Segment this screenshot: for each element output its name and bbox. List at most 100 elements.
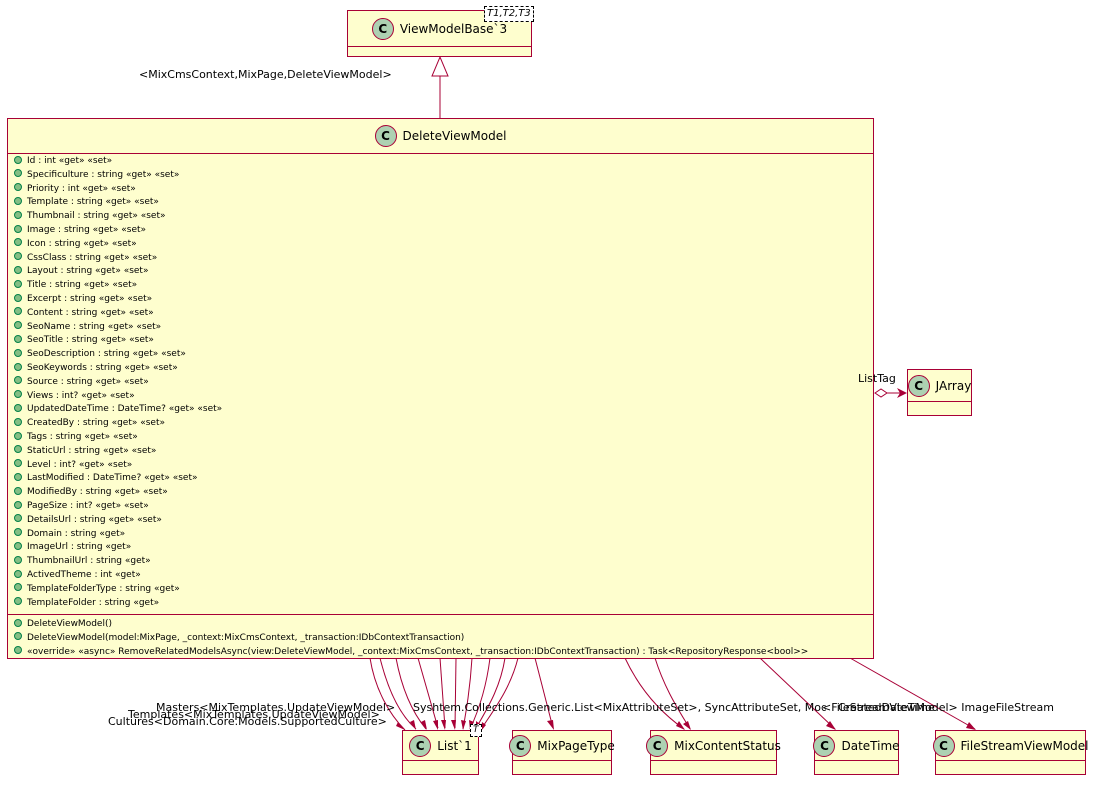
- class-icon: C: [371, 17, 394, 40]
- public-visibility-icon: [14, 169, 22, 178]
- edge-to-filestream: [849, 657, 976, 730]
- public-visibility-icon: [14, 618, 22, 627]
- inheritance-label: <MixCmsContext,MixPage,DeleteViewModel>: [139, 68, 392, 81]
- field-row: Domain : string «get»: [14, 528, 125, 542]
- public-visibility-icon: [14, 307, 22, 316]
- field-row-text: Views : int? «get» «set»: [27, 390, 135, 401]
- class-mixpagetype[interactable]: C MixPageType: [509, 730, 615, 775]
- field-row-text: ImageUrl : string «get»: [27, 542, 132, 553]
- public-visibility-icon: [14, 390, 22, 399]
- field-row-text: ThumbnailUrl : string «get»: [27, 556, 151, 567]
- edge-to-list: [474, 657, 506, 731]
- public-visibility-icon: [14, 293, 22, 302]
- method-row: DeleteViewModel(): [14, 618, 112, 632]
- public-visibility-icon: [14, 472, 22, 481]
- field-row: PageSize : int? «get» «set»: [14, 500, 149, 514]
- public-visibility-icon: [14, 486, 22, 495]
- class-name: DeleteViewModel: [402, 129, 507, 143]
- field-row-text: Level : int? «get» «set»: [27, 459, 133, 470]
- public-visibility-icon: [14, 583, 22, 592]
- field-row: Level : int? «get» «set»: [14, 459, 132, 473]
- inheritance-arrowhead: [431, 55, 449, 77]
- field-row: ModifiedBy : string «get» «set»: [14, 486, 168, 500]
- edge-to-list: [454, 657, 457, 729]
- edge-to-list: [479, 657, 519, 732]
- field-row: Template : string «get» «set»: [14, 196, 159, 210]
- class-mixcontentstatus[interactable]: C MixContentStatus: [646, 730, 781, 775]
- field-row: Tags : string «get» «set»: [14, 431, 138, 445]
- field-row: LastModified : DateTime? «get» «set»: [14, 472, 198, 486]
- public-visibility-icon: [14, 279, 22, 288]
- public-visibility-icon: [14, 334, 22, 343]
- class-name: FileStreamViewModel: [960, 738, 1089, 753]
- field-row-text: Content : string «get» «set»: [27, 307, 154, 318]
- templates-label: Templates<MixTemplates.UpdateViewModel>: [128, 708, 380, 721]
- public-visibility-icon: [14, 541, 22, 550]
- field-row-text: SeoTitle : string «get» «set»: [27, 335, 154, 346]
- field-row-text: TemplateFolder : string «get»: [27, 597, 160, 608]
- class-name: JArray: [935, 378, 972, 393]
- field-row: Excerpt : string «get» «set»: [14, 293, 152, 307]
- field-row-text: LastModified : DateTime? «get» «set»: [27, 473, 198, 484]
- class-icon: C: [813, 734, 836, 757]
- field-row-text: Image : string «get» «set»: [27, 225, 147, 235]
- public-visibility-icon: [14, 514, 22, 523]
- method-row: DeleteViewModel(model:MixPage, _context:…: [14, 632, 464, 646]
- public-visibility-icon: [14, 555, 22, 564]
- field-row: ThumbnailUrl : string «get»: [14, 555, 151, 569]
- class-filestreamviewmodel[interactable]: C FileStreamViewModel: [932, 730, 1089, 775]
- public-visibility-icon: [14, 265, 22, 274]
- public-visibility-icon: [14, 196, 22, 205]
- class-jarray[interactable]: C JArray: [907, 369, 972, 416]
- listtag-label: ListTag: [858, 372, 896, 385]
- field-row-text: Title : string «get» «set»: [27, 280, 138, 291]
- public-visibility-icon: [14, 183, 22, 192]
- field-row-text: CssClass : string «get» «set»: [27, 252, 158, 263]
- public-visibility-icon: [14, 252, 22, 261]
- public-visibility-icon: [14, 348, 22, 357]
- cultures-label: Cultures<Domain.Core.Models.SupportedCul…: [108, 715, 387, 728]
- field-row: Source : string «get» «set»: [14, 376, 149, 390]
- field-row-text: Template : string «get» «set»: [27, 197, 159, 208]
- public-visibility-icon: [14, 569, 22, 578]
- listtag-arrowhead: [897, 388, 907, 398]
- public-visibility-icon: [14, 321, 22, 330]
- field-row: Specificulture : string «get» «set»: [14, 169, 179, 183]
- field-row-text: DetailsUrl : string «get» «set»: [27, 514, 162, 525]
- field-row: CssClass : string «get» «set»: [14, 252, 157, 266]
- public-visibility-icon: [14, 238, 22, 247]
- edge-to-mixpagetype: [534, 657, 554, 729]
- class-list[interactable]: C List`1: [402, 730, 479, 775]
- field-row-text: PageSize : int? «get» «set»: [27, 501, 149, 511]
- field-row: TemplateFolder : string «get»: [14, 597, 159, 611]
- method-row: «override» «async» RemoveRelatedModelsAs…: [14, 646, 808, 660]
- field-row: Views : int? «get» «set»: [14, 390, 135, 404]
- masters-label: Masters<MixTemplates.UpdateViewModel>: [156, 701, 396, 714]
- field-row-text: Id : int «get» «set»: [27, 156, 113, 166]
- public-visibility-icon: [14, 445, 22, 454]
- class-deleteviewmodel[interactable]: C DeleteViewModel Id : int «get» «set» Sp…: [7, 118, 874, 659]
- field-row: DetailsUrl : string «get» «set»: [14, 514, 162, 528]
- field-row-text: ActivedTheme : int «get»: [27, 570, 141, 580]
- edge-to-list: [379, 657, 417, 730]
- edge-to-list: [417, 657, 439, 729]
- field-row-text: Excerpt : string «get» «set»: [27, 294, 153, 304]
- public-visibility-icon: [14, 376, 22, 385]
- public-visibility-icon: [14, 632, 22, 641]
- field-row-text: SeoDescription : string «get» «set»: [27, 349, 186, 360]
- class-icon: C: [374, 125, 397, 147]
- public-visibility-icon: [14, 224, 22, 233]
- field-row: Icon : string «get» «set»: [14, 238, 137, 252]
- field-row-text: Specificulture : string «get» «set»: [27, 169, 180, 180]
- class-name: List`1: [437, 738, 472, 753]
- field-row: SeoName : string «get» «set»: [14, 321, 161, 335]
- public-visibility-icon: [14, 155, 22, 164]
- class-name: MixPageType: [537, 738, 615, 753]
- class-datetime[interactable]: C DateTime: [813, 730, 900, 775]
- edge-to-mixcontentstatus: [624, 657, 685, 730]
- template-parameter: T1,T2,T3: [484, 6, 534, 22]
- imagefilestream-label: <FileStreamViewModel> ImageFileStream: [822, 701, 1054, 714]
- public-visibility-icon: [14, 528, 22, 537]
- field-row-text: StaticUrl : string «get» «set»: [27, 445, 157, 456]
- public-visibility-icon: [14, 431, 22, 440]
